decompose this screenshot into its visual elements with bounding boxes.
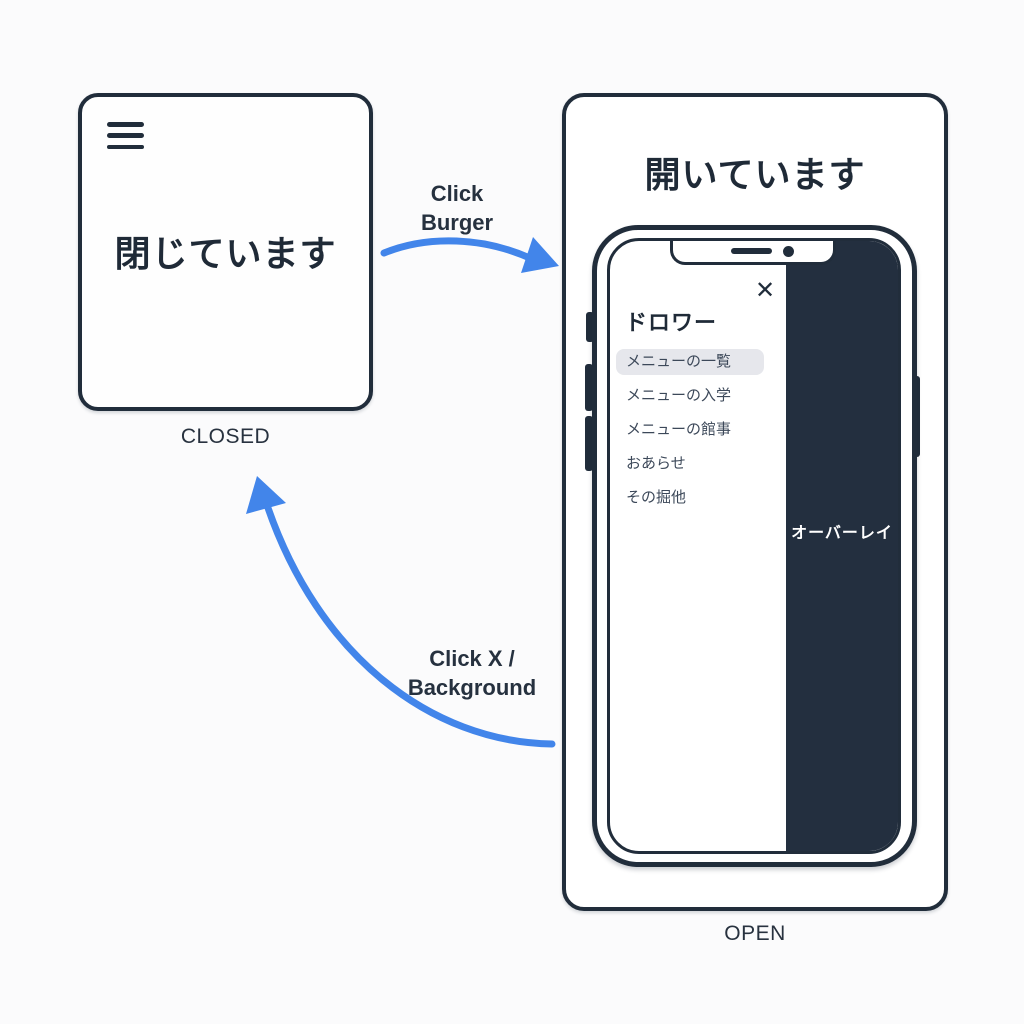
- open-transition-label: Click Burger: [378, 179, 536, 237]
- overlay-label: オーバーレイ: [791, 525, 893, 542]
- phone-mute-switch: [586, 312, 594, 342]
- closed-caption: CLOSED: [180, 425, 271, 448]
- hamburger-bar: [107, 133, 144, 138]
- phone-volume-down-button: [585, 416, 593, 471]
- speaker-icon: [731, 248, 772, 254]
- drawer-title: ドロワー: [625, 310, 718, 335]
- closed-state-text: 閉じています: [114, 233, 337, 274]
- menu-item[interactable]: おあらせ: [626, 455, 686, 472]
- hamburger-menu-icon[interactable]: [107, 122, 144, 149]
- camera-icon: [783, 245, 794, 257]
- menu-item[interactable]: メニューの入学: [626, 387, 732, 404]
- close-icon[interactable]: ✕: [754, 277, 776, 304]
- hamburger-bar: [107, 144, 144, 149]
- phone-volume-up-button: [585, 364, 593, 411]
- open-transition-arrow: [380, 237, 536, 263]
- open-state-title: 開いています: [644, 154, 866, 195]
- menu-item[interactable]: その掘他: [626, 489, 687, 506]
- drawer-background-overlay[interactable]: [786, 241, 898, 851]
- closed-app-frame: 閉じています: [78, 93, 373, 411]
- hamburger-bar: [107, 122, 144, 127]
- open-transition-label-line2: Burger: [420, 210, 494, 235]
- drawer-menu: メニューの一覧 メニューの入学 メニューの館事 おあらせ その掘他: [616, 349, 778, 519]
- close-transition-label-line2: Background: [407, 675, 537, 700]
- close-transition-arrow: [263, 501, 556, 748]
- menu-item[interactable]: メニューの館事: [626, 421, 732, 438]
- close-transition-label-line1: Click X /: [429, 646, 515, 671]
- open-caption: OPEN: [724, 922, 786, 945]
- phone-screen: オーバーレイ ✕ ドロワー メニューの一覧 メニューの入学 メニューの館事 おあ…: [607, 238, 901, 854]
- close-transition-arrowhead: [246, 476, 286, 514]
- phone-notch: [670, 241, 836, 265]
- open-transition-label-line1: Click: [430, 181, 484, 206]
- close-transition-label: Click X / Background: [388, 644, 556, 702]
- menu-item[interactable]: メニューの一覧: [616, 349, 764, 375]
- open-transition-arrowhead: [521, 237, 559, 273]
